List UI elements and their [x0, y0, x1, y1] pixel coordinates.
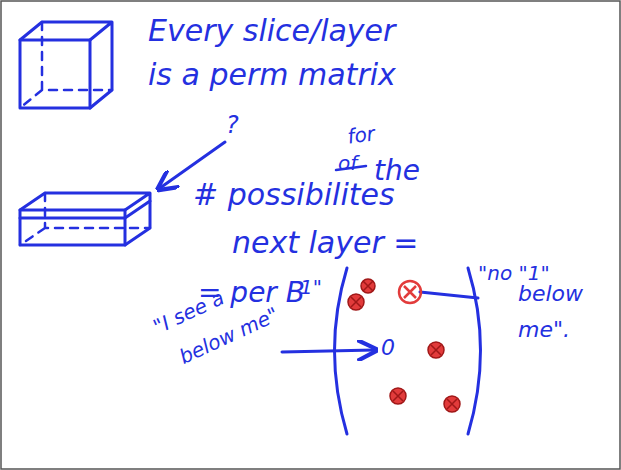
handwritten-note: below [518, 282, 583, 306]
handwritten-note: next layer = [232, 226, 418, 259]
handwritten-note: # possibilites [193, 178, 395, 211]
handwritten-note: "no "1" [478, 262, 550, 284]
handwritten-note: 0 [381, 336, 395, 360]
cube-sketch [20, 22, 112, 108]
handwritten-note: Every slice/layer [148, 14, 395, 47]
handwritten-note: of [338, 152, 357, 174]
matrix-entries [348, 279, 460, 412]
layer-slab-sketch [20, 193, 150, 245]
handwritten-note: ? [226, 112, 239, 138]
handwritten-note: is a perm matrix [148, 58, 396, 91]
handwritten-note: me". [518, 318, 570, 342]
handwritten-note: 1" [300, 276, 322, 298]
pointer-arrow [282, 350, 374, 352]
handwritten-note: the [374, 156, 420, 187]
leader-line [420, 292, 478, 298]
handwritten-note: for [346, 122, 376, 148]
matrix-bracket [468, 268, 481, 434]
